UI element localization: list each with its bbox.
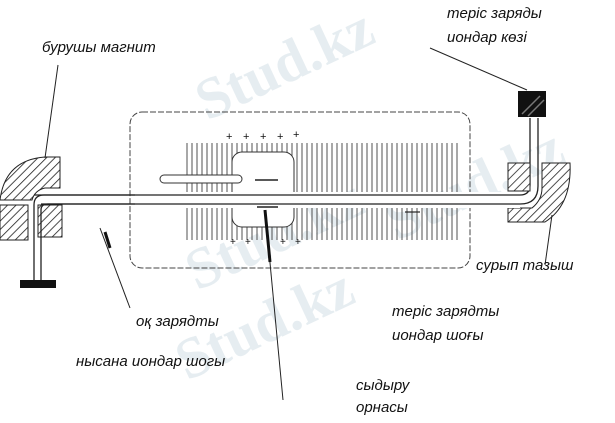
label-negative-ion-source-line2: иондар көзі: [447, 29, 527, 46]
label-negative-beam-line2: иондар шоғы: [392, 327, 484, 344]
label-stripper-line1: сыдыру: [356, 377, 410, 394]
label-target-beam: нысана иондар шогы: [76, 353, 226, 370]
plus-charge: +: [295, 237, 301, 248]
plus-charge: +: [230, 237, 236, 248]
high-voltage-terminal: [231, 151, 295, 228]
target-plate: [20, 280, 56, 288]
accelerator-tank: [129, 111, 471, 269]
label-positive-charged: оқ зарядты: [136, 313, 219, 330]
plus-charge: +: [277, 131, 284, 143]
label-bending-magnet: бурушы магнит: [42, 39, 156, 56]
label-stripper-line2: орнасы: [356, 399, 408, 416]
label-negative-beam-line1: теріс зарядты: [392, 303, 500, 320]
bending-magnet: [0, 156, 63, 241]
plus-charge: +: [243, 131, 250, 143]
plus-charge: +: [293, 129, 300, 141]
accelerator-column: [155, 143, 460, 240]
plus-charge: +: [260, 131, 267, 143]
plus-charge: +: [245, 237, 251, 248]
label-stripper-cleaner: сурып тазыш: [476, 257, 574, 274]
charging-belt: [159, 174, 243, 184]
stripper-cleaner-magnet: [507, 162, 571, 223]
plus-charge: +: [226, 131, 233, 143]
plus-charge: +: [280, 237, 286, 248]
label-negative-ion-source-line1: теріс заряды: [447, 5, 542, 22]
